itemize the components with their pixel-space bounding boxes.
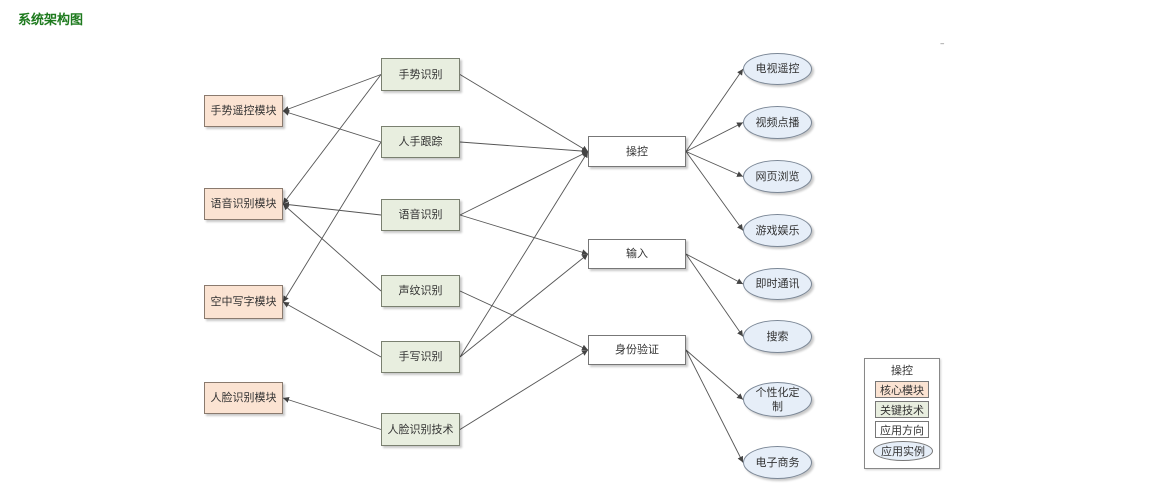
core-module-speech-recognition: 语音识别模块 <box>204 188 283 220</box>
instance-web-browsing: 网页浏览 <box>743 160 812 193</box>
tech-face-recognition: 人脸识别技术 <box>381 413 460 446</box>
tech-gesture-recognition: 手势识别 <box>381 58 460 91</box>
edge-人手跟踪-to-手势遥控模块 <box>282 109 382 143</box>
tech-voiceprint-recognition: 声纹识别 <box>381 275 460 307</box>
edge-声纹识别-to-语音识别模块 <box>282 203 382 292</box>
edge-输入-to-搜索 <box>685 253 744 337</box>
edge-手势识别-to-操控 <box>459 74 589 152</box>
edge-身份验证-to-个性化定制 <box>685 349 744 400</box>
edge-手写识别-to-操控 <box>459 151 589 358</box>
edge-语音识别-to-语音识别模块 <box>282 201 382 216</box>
edge-手写识别-to-空中写字模块 <box>282 301 382 358</box>
tech-hand-tracking: 人手跟踪 <box>381 126 460 158</box>
edge-操控-to-游戏娱乐 <box>685 151 744 231</box>
edge-语音识别-to-操控 <box>459 151 589 216</box>
instance-personalization: 个性化定制 <box>743 382 812 417</box>
edge-手势识别-to-手势遥控模块 <box>282 74 382 112</box>
edge-人脸识别技术-to-身份验证 <box>459 349 589 430</box>
legend-item-key-technology: 关键技术 <box>875 401 929 418</box>
instance-e-commerce: 电子商务 <box>743 446 812 479</box>
edge-声纹识别-to-身份验证 <box>459 290 589 351</box>
legend: 操控 核心模块 关键技术 应用方向 应用实例 <box>864 358 940 469</box>
edge-人手跟踪-to-操控 <box>459 141 589 155</box>
instance-tv-remote: 电视遥控 <box>743 53 812 85</box>
edge-操控-to-视频点播 <box>685 122 744 152</box>
tech-handwriting-recognition: 手写识别 <box>381 341 460 373</box>
instance-search: 搜索 <box>743 320 812 353</box>
edge-人手跟踪-to-空中写字模块 <box>282 141 382 303</box>
edge-手势识别-to-语音识别模块 <box>282 74 382 205</box>
edge-身份验证-to-电子商务 <box>685 349 744 463</box>
legend-item-core-module: 核心模块 <box>875 381 929 398</box>
edge-操控-to-电视遥控 <box>685 68 744 152</box>
app-direction-identity-verification: 身份验证 <box>588 335 686 365</box>
edge-输入-to-即时通讯 <box>685 253 744 285</box>
legend-item-application-direction: 应用方向 <box>875 421 929 438</box>
instance-gaming: 游戏娱乐 <box>743 214 812 247</box>
legend-item-application-instance: 应用实例 <box>873 441 933 461</box>
edge-操控-to-网页浏览 <box>685 151 744 177</box>
tech-speech-recognition: 语音识别 <box>381 199 460 231</box>
page-title: 系统架构图 <box>18 13 84 28</box>
core-module-gesture-remote: 手势遥控模块 <box>204 95 283 127</box>
edge-手写识别-to-输入 <box>459 253 589 358</box>
app-direction-control: 操控 <box>588 136 686 167</box>
edge-人脸识别技术-to-人脸识别模块 <box>282 396 382 430</box>
core-module-air-writing: 空中写字模块 <box>204 285 283 319</box>
app-direction-input: 输入 <box>588 239 686 269</box>
instance-video-on-demand: 视频点播 <box>743 106 812 139</box>
corner-mark: – <box>940 39 945 49</box>
core-module-face-recognition: 人脸识别模块 <box>204 382 283 414</box>
legend-title: 操控 <box>891 364 913 377</box>
edge-语音识别-to-输入 <box>459 214 589 256</box>
instance-instant-messaging: 即时通讯 <box>743 268 812 300</box>
